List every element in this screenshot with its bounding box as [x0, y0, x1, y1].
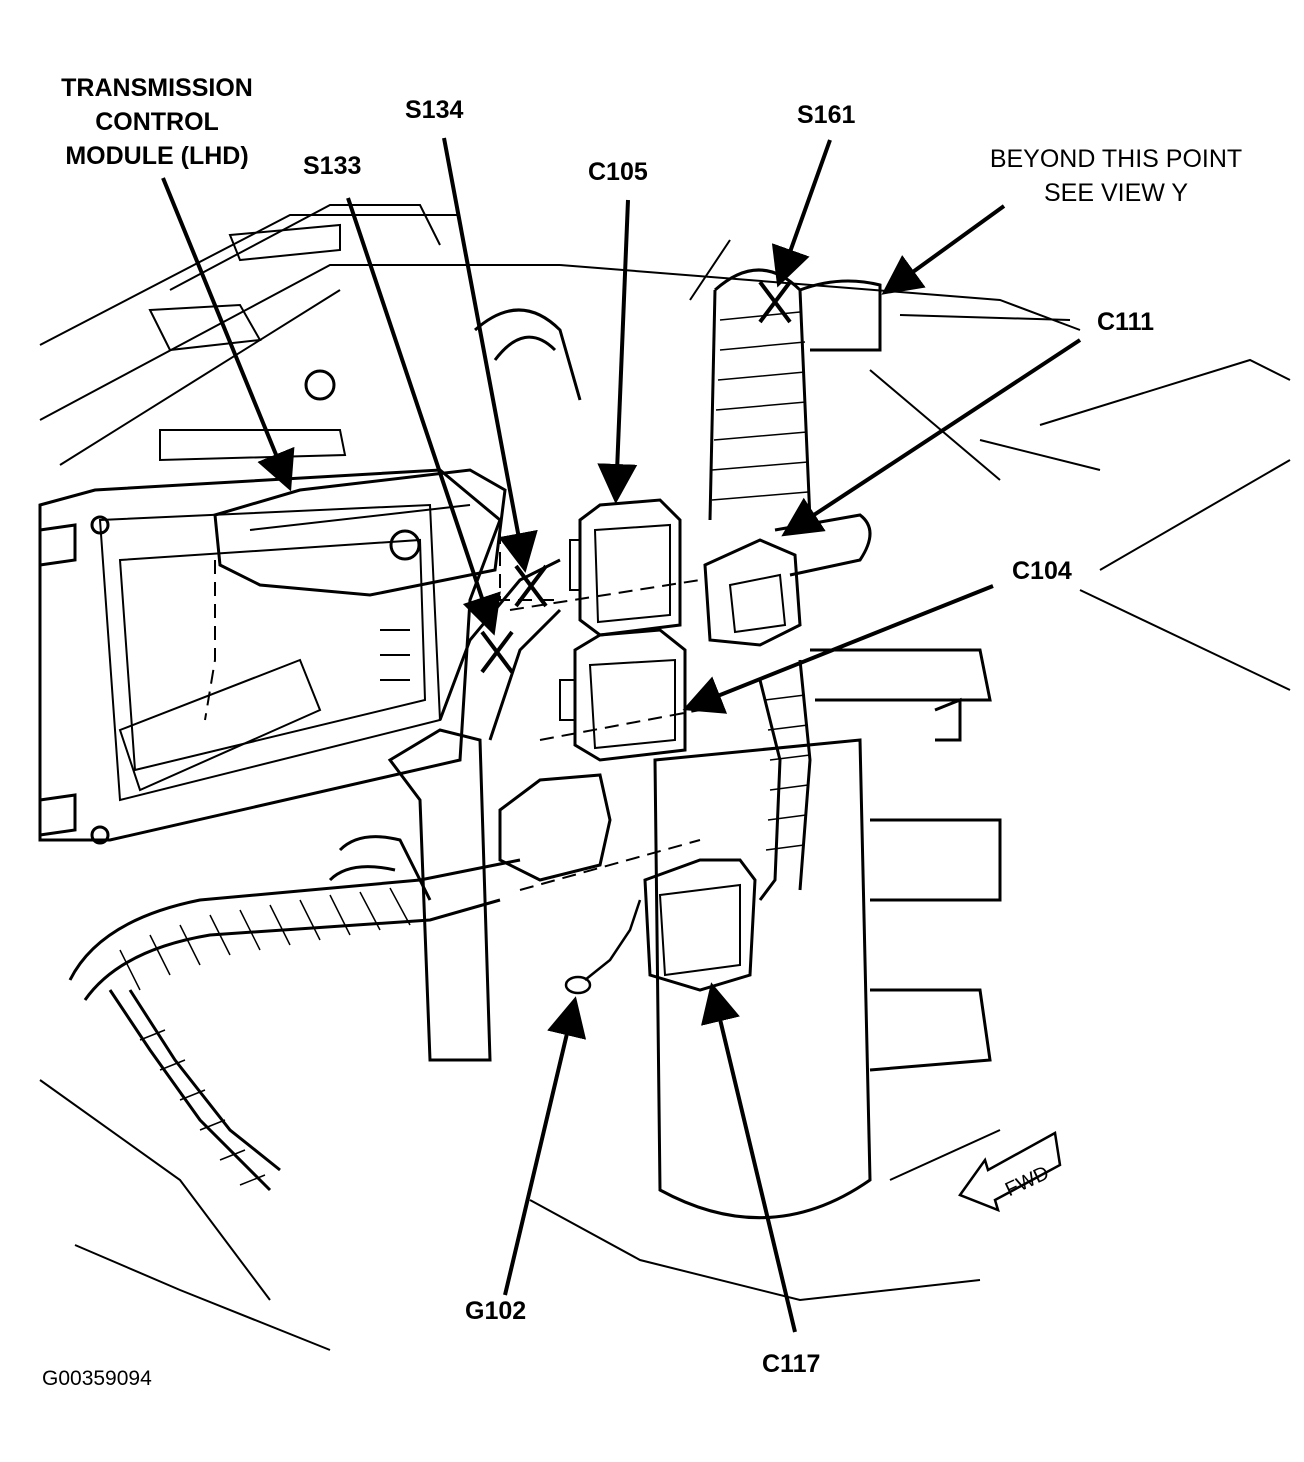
connector-c105	[569, 498, 682, 637]
callout-arrows	[161, 137, 1082, 1333]
arrow-c111	[781, 338, 1082, 537]
arrow-c117	[701, 982, 797, 1333]
arrow-tcm	[161, 177, 295, 492]
tcm-line-3: MODULE (LHD)	[65, 142, 249, 170]
tcm-module	[38, 303, 507, 845]
connector-c111	[703, 538, 802, 647]
tcm-line-1: TRANSMISSION	[61, 74, 253, 102]
beyond-line-1: BEYOND THIS POINT	[989, 145, 1243, 173]
arrow-c104	[682, 584, 994, 714]
connector-c104	[559, 628, 687, 762]
figure-id: G00359094	[42, 1367, 152, 1390]
arrow-s134	[442, 137, 538, 573]
arrow-s133	[346, 197, 501, 636]
ground-eyelet	[564, 899, 642, 995]
label-c104: C104	[1012, 557, 1072, 585]
splice-marks	[480, 280, 792, 674]
arrow-g102	[503, 996, 587, 1296]
label-transmission-control-module: TRANSMISSION CONTROL MODULE (LHD)	[22, 71, 292, 173]
connector-small	[387, 728, 612, 1062]
canister	[653, 648, 1002, 1220]
label-g102: G102	[465, 1297, 527, 1325]
wiring-harness	[68, 268, 882, 1192]
label-s134: S134	[405, 96, 464, 124]
label-c117: C117	[762, 1350, 821, 1378]
label-beyond-this-point: BEYOND THIS POINT SEE VIEW Y	[960, 142, 1272, 210]
arrow-beyond	[881, 204, 1006, 295]
arrow-c105	[597, 199, 638, 504]
tcm-line-2: CONTROL	[95, 108, 219, 136]
label-c105: C105	[588, 158, 648, 186]
beyond-line-2: SEE VIEW Y	[1043, 179, 1189, 207]
mating-lines	[204, 530, 701, 891]
label-s161: S161	[797, 101, 856, 129]
fwd-label: FWD	[1002, 1162, 1053, 1201]
label-c111: C111	[1097, 308, 1155, 336]
connector-c117	[643, 858, 757, 992]
fwd-indicator: FWD	[958, 1131, 1062, 1213]
arrow-s161	[771, 139, 832, 288]
harness-tape-rings	[119, 311, 811, 1186]
vehicle-body-outline	[39, 204, 1291, 1351]
label-s133: S133	[303, 152, 362, 180]
